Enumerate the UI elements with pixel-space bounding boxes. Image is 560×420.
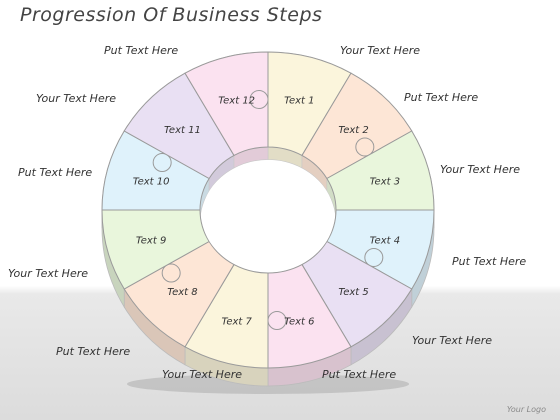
outer-label-4: Put Text Here xyxy=(452,255,527,268)
logo: Your Logo xyxy=(506,405,546,414)
outer-label-12: Put Text Here xyxy=(104,44,179,57)
outer-label-11: Your Text Here xyxy=(36,92,117,105)
outer-label-7: Your Text Here xyxy=(162,368,243,381)
outer-label-2: Put Text Here xyxy=(404,91,479,104)
segment-label-9: Text 9 xyxy=(136,236,166,247)
outer-label-8: Put Text Here xyxy=(56,345,131,358)
puzzle-knob-2 xyxy=(355,137,375,157)
puzzle-knob-10 xyxy=(152,153,172,173)
puzzle-segment-12 xyxy=(184,51,269,157)
outer-label-3: Your Text Here xyxy=(440,163,521,176)
ring-center-hole xyxy=(202,161,334,271)
outer-label-6: Put Text Here xyxy=(322,368,397,381)
puzzle-knob-4 xyxy=(364,247,384,267)
segment-label-3: Text 3 xyxy=(370,176,400,187)
outer-label-1: Your Text Here xyxy=(340,44,421,57)
segment-label-10: Text 10 xyxy=(133,176,170,187)
segment-label-4: Text 4 xyxy=(370,236,400,247)
segment-label-11: Text 11 xyxy=(164,125,201,136)
segment-label-2: Text 2 xyxy=(338,125,368,136)
segment-label-12: Text 12 xyxy=(218,95,255,106)
outer-label-9: Your Text Here xyxy=(8,267,89,280)
outer-label-5: Your Text Here xyxy=(412,334,493,347)
puzzle-knob-12 xyxy=(249,90,269,109)
outer-label-10: Put Text Here xyxy=(18,166,93,179)
diagram-title: Progression Of Business Steps xyxy=(20,4,323,26)
segment-label-7: Text 7 xyxy=(221,317,252,328)
segment-label-8: Text 8 xyxy=(167,287,197,298)
segment-label-5: Text 5 xyxy=(338,287,368,298)
segment-label-6: Text 6 xyxy=(284,317,314,328)
segment-label-1: Text 1 xyxy=(284,95,314,106)
puzzle-knob-8 xyxy=(161,263,181,283)
